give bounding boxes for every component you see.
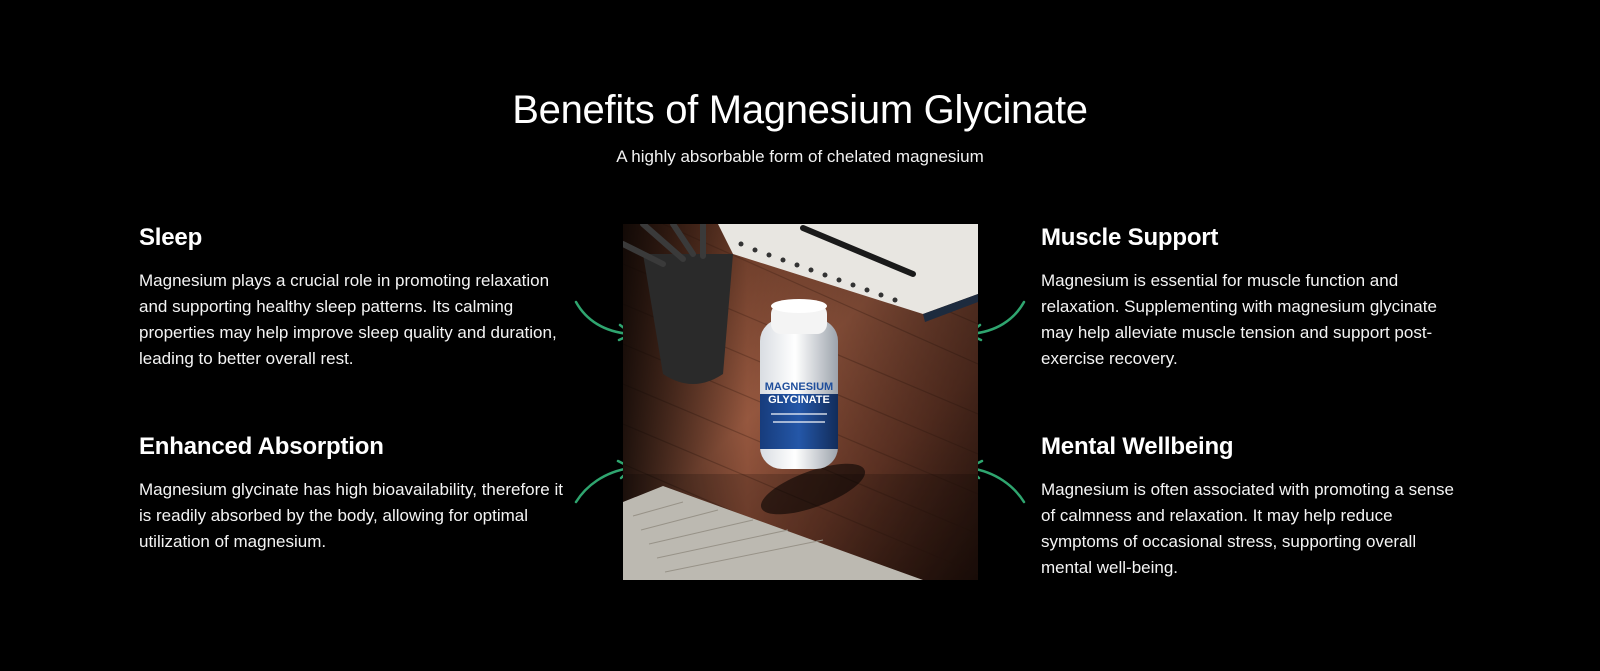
bottle-label-line1: MAGNESIUM (765, 381, 833, 393)
benefit-muscle-support: Muscle Support Magnesium is essential fo… (1041, 224, 1471, 372)
benefit-text: Magnesium is essential for muscle functi… (1041, 271, 1437, 368)
benefit-heading: Enhanced Absorption (139, 433, 384, 460)
section-subtitle: A highly absorbable form of chelated mag… (616, 147, 984, 166)
bottle-label-line2: GLYCINATE (768, 394, 830, 406)
section-title: Benefits of Magnesium Glycinate (512, 88, 1088, 132)
benefit-text: Magnesium plays a crucial role in promot… (139, 271, 557, 368)
product-photo: MAGNESIUM GLYCINATE (623, 224, 978, 580)
benefit-mental-wellbeing: Mental Wellbeing Magnesium is often asso… (1041, 433, 1471, 581)
benefit-text: Magnesium is often associated with promo… (1041, 480, 1454, 577)
benefit-absorption: Enhanced Absorption Magnesium glycinate … (139, 433, 569, 555)
benefit-text: Magnesium glycinate has high bioavailabi… (139, 480, 563, 551)
benefit-sleep: Sleep Magnesium plays a crucial role in … (139, 224, 569, 372)
benefit-heading: Muscle Support (1041, 224, 1219, 251)
benefit-heading: Sleep (139, 224, 203, 251)
benefit-heading: Mental Wellbeing (1041, 433, 1234, 460)
